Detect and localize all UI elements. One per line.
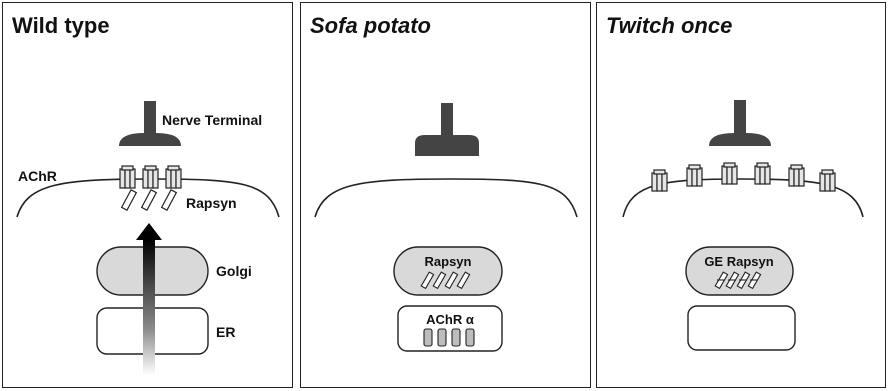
panel-twitch-once: Twitch once GE Rapsyn — [596, 2, 886, 388]
golgi-label: Golgi — [216, 263, 252, 279]
panel-wild-type: Wild type Nerve Terminal — [2, 2, 293, 388]
nerve-terminal — [709, 100, 771, 146]
ge-rapsyn-label: GE Rapsyn — [704, 254, 773, 269]
achr-label: AChR — [18, 168, 57, 184]
rapsyn-rods — [122, 190, 177, 210]
panel-sofa-potato: Sofa potato Rapsyn AChR α — [300, 2, 591, 388]
er-label: ER — [216, 324, 235, 340]
sofa-potato-diagram: Rapsyn AChR α — [301, 3, 592, 389]
achr-receptors — [120, 166, 181, 188]
nerve-terminal — [415, 103, 479, 156]
twitch-once-diagram: GE Rapsyn — [597, 3, 887, 389]
wild-type-diagram: Nerve Terminal — [3, 3, 294, 389]
achr-receptors — [652, 163, 835, 191]
achr-alpha-label: AChR α — [426, 312, 474, 327]
cell-membrane — [315, 179, 577, 217]
nerve-terminal-label: Nerve Terminal — [162, 112, 262, 128]
rapsyn-label: Rapsyn — [425, 254, 472, 269]
rapsyn-label: Rapsyn — [186, 195, 237, 211]
er-compartment — [688, 306, 795, 350]
